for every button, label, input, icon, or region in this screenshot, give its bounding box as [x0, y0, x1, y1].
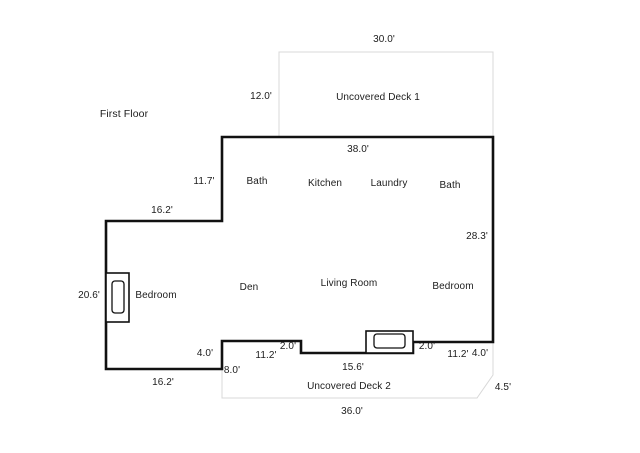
dim-left-wall: 20.6'	[78, 290, 100, 301]
room-bath-left: Bath	[246, 176, 268, 187]
deck2-outline	[221, 342, 494, 399]
dim-bottom-center: 15.6'	[342, 362, 364, 373]
room-den: Den	[239, 282, 259, 293]
left-wall-fixture-icon	[105, 272, 130, 323]
bottom-wall-fixture-icon	[365, 330, 414, 354]
deck2-label: Uncovered Deck 2	[307, 381, 391, 392]
deck1-outline	[278, 51, 494, 137]
room-living-room: Living Room	[320, 278, 378, 289]
dim-deck1-width: 30.0'	[373, 34, 395, 45]
room-bath-right: Bath	[439, 180, 461, 191]
dim-bottom-seg-left: 11.2'	[255, 350, 277, 361]
dim-notch-left: 2.0'	[279, 341, 297, 352]
building-outline	[104, 135, 495, 371]
dim-deck1-depth: 12.0'	[250, 91, 272, 102]
dim-deck2-diagonal: 4.5'	[494, 382, 512, 393]
dim-notch-right: 2.0'	[418, 341, 436, 352]
dim-left-upper-wall: 11.7'	[193, 176, 215, 187]
room-kitchen: Kitchen	[307, 178, 343, 189]
room-bedroom-left: Bedroom	[135, 290, 177, 301]
dim-step-bottom-right: 4.0'	[471, 348, 489, 359]
room-bedroom-right: Bedroom	[432, 281, 474, 292]
dim-deck2-width: 36.0'	[341, 406, 363, 417]
dim-deck2-left-depth: 8.0'	[223, 365, 241, 376]
dim-top-wall: 38.0'	[347, 144, 369, 155]
deck1-label: Uncovered Deck 1	[336, 92, 420, 103]
dim-bottom-left-wall: 16.2'	[152, 377, 174, 388]
floor-title: First Floor	[99, 107, 149, 120]
dim-upper-step-wall: 16.2'	[151, 205, 173, 216]
room-laundry: Laundry	[370, 178, 408, 189]
dim-bottom-seg-right: 11.2'	[447, 349, 469, 360]
dim-step-bottom-left: 4.0'	[196, 348, 214, 359]
dim-right-wall: 28.3'	[466, 231, 488, 242]
